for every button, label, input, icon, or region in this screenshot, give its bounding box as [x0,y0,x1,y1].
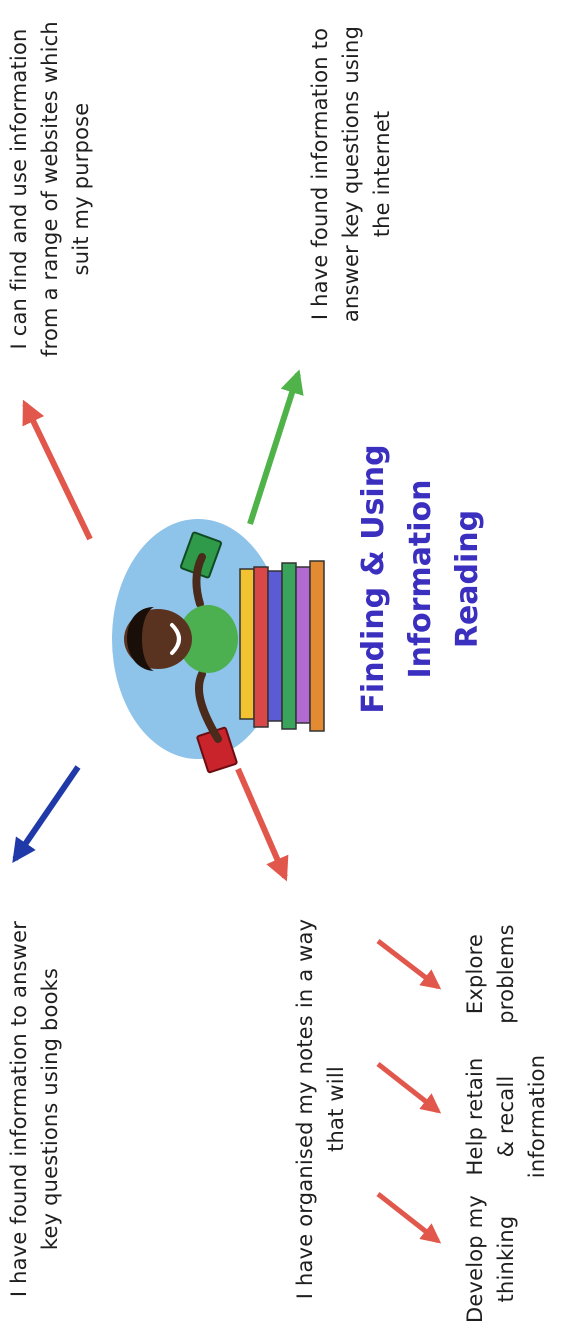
reader-with-books-illustration [112,519,325,774]
arms [192,553,222,743]
note-internet: I have found information to answer key q… [308,25,394,323]
arrow-to-develop [376,1192,442,1244]
note-websites: I can find and use information from a ra… [7,21,93,357]
diagram-title: Finding & Using Information Reading [350,399,491,759]
outcome-retain-recall: Help retain & recall information [463,1054,549,1179]
arrow-to-websites [22,399,93,541]
hair [127,607,154,671]
book-stack [239,560,325,732]
green-shirt [178,605,238,673]
arrow-to-books [12,765,81,863]
arrow-to-internet [247,369,304,525]
smile [170,623,181,655]
title-line-1: Finding & Using [356,444,391,714]
arrow-to-explore [376,939,442,990]
note-organised: I have organised my notes in a way that … [293,918,348,1300]
title-line-2: Information [403,479,438,679]
note-books: I have found information to answer key q… [7,920,62,1298]
outcome-explore-problems: Explore problems [463,924,518,1024]
outcome-develop-thinking: Develop my thinking [463,1195,518,1324]
arrow-to-organised [235,767,289,882]
title-line-3: Reading [450,509,485,649]
arrow-to-retain [376,1062,442,1114]
